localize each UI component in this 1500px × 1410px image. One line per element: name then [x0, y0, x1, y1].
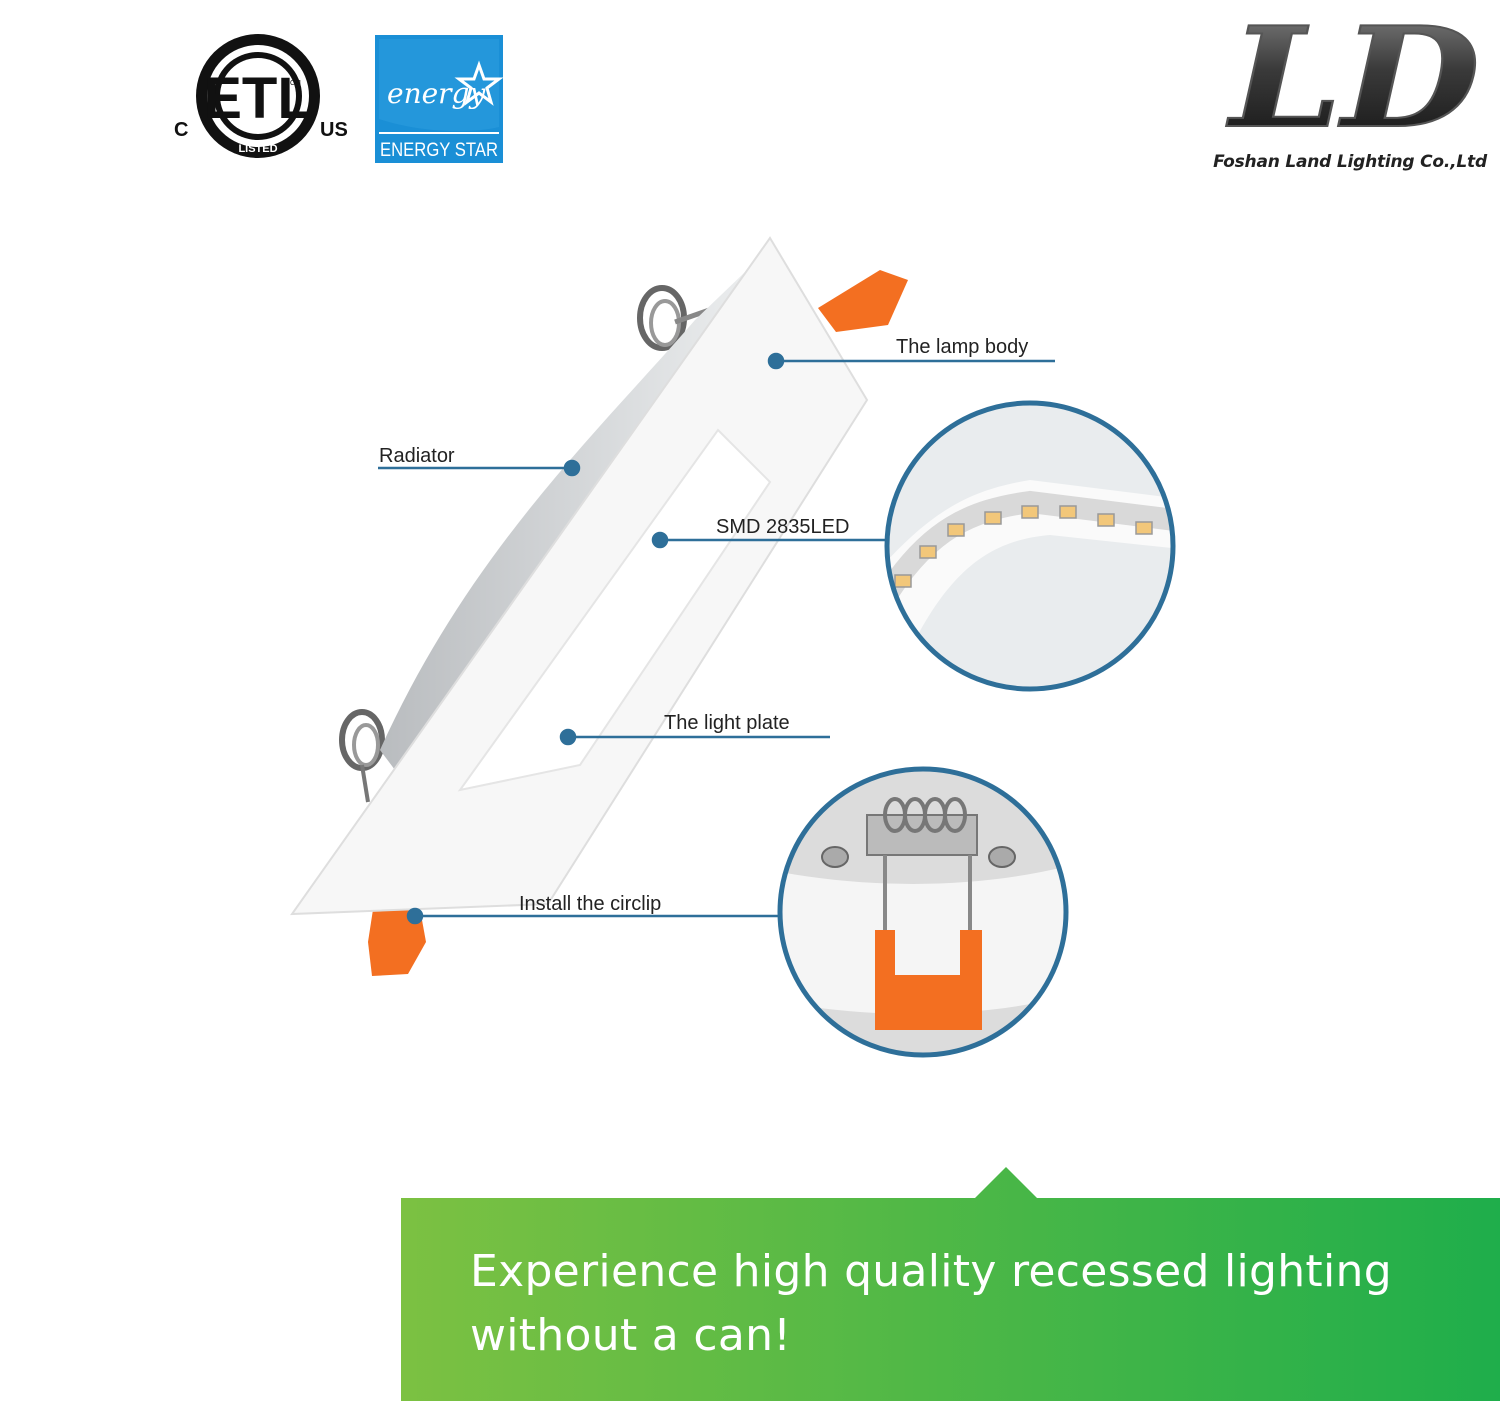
etl-us-text: US [320, 119, 348, 141]
star-icon [454, 60, 504, 106]
callout-circlip: Install the circlip [519, 893, 662, 915]
callout-smd-led: SMD 2835LED [716, 516, 850, 538]
brand-logo-text: LD [1225, 8, 1480, 148]
brand-logo: LD Foshan Land Lighting Co.,Ltd [1205, 0, 1495, 183]
energy-script-text: energy [387, 77, 486, 110]
tagline-line-1: Experience high quality recessed lightin… [470, 1246, 1392, 1297]
energy-star-label: ENERGY STAR [380, 140, 498, 161]
callout-dot-circlip [406, 907, 424, 925]
etl-listed-text: LISTED [238, 143, 277, 155]
callout-radiator: Radiator [379, 445, 455, 467]
company-name: Foshan Land Lighting Co.,Ltd [1213, 152, 1487, 172]
led-strip-closeup [887, 403, 1173, 689]
etl-small-text: CM [290, 80, 301, 87]
tagline-banner [401, 1165, 1500, 1405]
tagline-line-2: without a can! [470, 1310, 792, 1361]
energy-star-logo: energy ENERGY STAR [375, 35, 504, 163]
zoom-circle-led [884, 400, 1176, 692]
circlip-closeup [780, 769, 1066, 1055]
etl-mark-text: ETL [203, 66, 313, 131]
spring-clip-top [637, 285, 716, 351]
orange-clip-top [818, 270, 908, 332]
callout-dot-smd [651, 531, 669, 549]
etl-listed-logo: ETL CM LISTED C US [170, 28, 360, 168]
etl-c-text: C [174, 119, 188, 141]
zoom-circle-circlip [777, 766, 1069, 1058]
light-plate-panel [457, 428, 772, 792]
tagline-text: Experience high quality recessed lightin… [470, 1240, 1480, 1368]
spring-clip-bottom [339, 709, 385, 803]
callout-dot-lamp-body [767, 352, 785, 370]
callout-light-plate: The light plate [664, 712, 790, 734]
callout-lamp-body: The lamp body [896, 336, 1029, 358]
callout-dot-radiator [563, 459, 581, 477]
product-illustration [270, 230, 1190, 1090]
callout-dot-light-plate [559, 728, 577, 746]
lamp-body-frame [290, 236, 869, 916]
